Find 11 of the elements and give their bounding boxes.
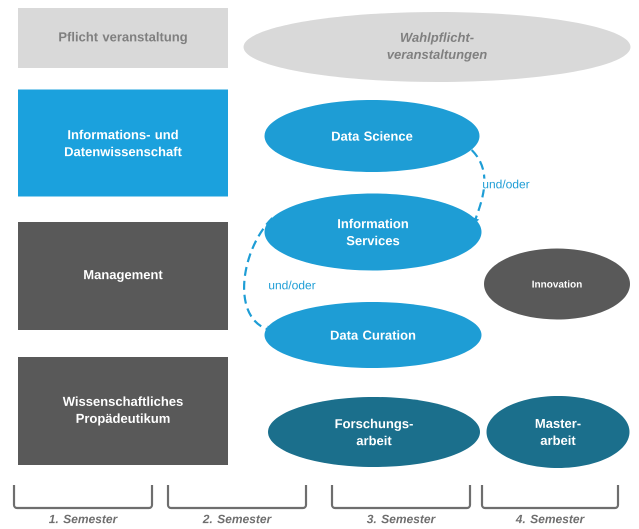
semester-label: 4. Semester (516, 514, 585, 524)
module-box: Management (18, 222, 228, 330)
edge-label: und/oder (481, 178, 531, 190)
semester-label: 3. Semester (366, 514, 436, 524)
module-box: Informations- und Datenwissenschaft (18, 90, 228, 196)
arrow (243, 217, 274, 332)
semester-label: 2. Semester (202, 514, 272, 524)
edge-label: und/oder (267, 280, 317, 290)
semester-label: 1. Semester (48, 514, 118, 524)
module-box: Wissenschaftliches Propädeutikum (18, 356, 228, 465)
heading-box: Pflicht veranstaltung (18, 8, 228, 68)
